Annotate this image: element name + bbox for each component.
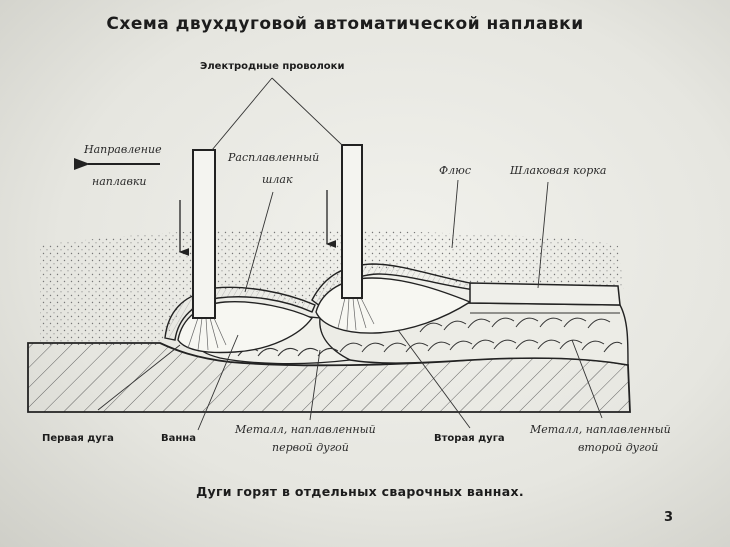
electrode-second: [341, 144, 363, 299]
label-flux: Флюс: [439, 164, 471, 177]
label-first-arc: Первая дуга: [42, 433, 114, 444]
arc-first: [187, 317, 227, 351]
label-metal-second-2: второй дугой: [578, 441, 659, 454]
page-number: 3: [664, 510, 674, 525]
label-direction-2: наплавки: [92, 175, 147, 188]
caption: Дуги горят в отдельных сварочных ваннах.: [196, 484, 524, 499]
label-metal-first-1: Металл, наплавленный: [235, 423, 376, 436]
label-slag-crust: Шлаковая корка: [510, 164, 607, 177]
diagram-title: Схема двухдуговой автоматической наплавк…: [106, 14, 584, 34]
label-molten-slag-1: Расплавленный: [228, 151, 320, 164]
electrode-first: [192, 149, 216, 319]
label-second-arc: Вторая дуга: [434, 433, 505, 444]
label-electrodes: Электродные проволоки: [200, 61, 345, 72]
label-metal-second-1: Металл, наплавленный: [530, 423, 671, 436]
label-pool: Ванна: [161, 433, 196, 444]
label-direction-1: Направление: [84, 143, 162, 156]
slag-crust: [469, 282, 621, 306]
label-metal-first-2: первой дугой: [272, 441, 349, 454]
label-molten-slag-2: шлак: [262, 173, 293, 186]
weld-ripples: [339, 312, 623, 353]
arc-second: [337, 297, 375, 331]
leader-lines: [97, 77, 603, 431]
